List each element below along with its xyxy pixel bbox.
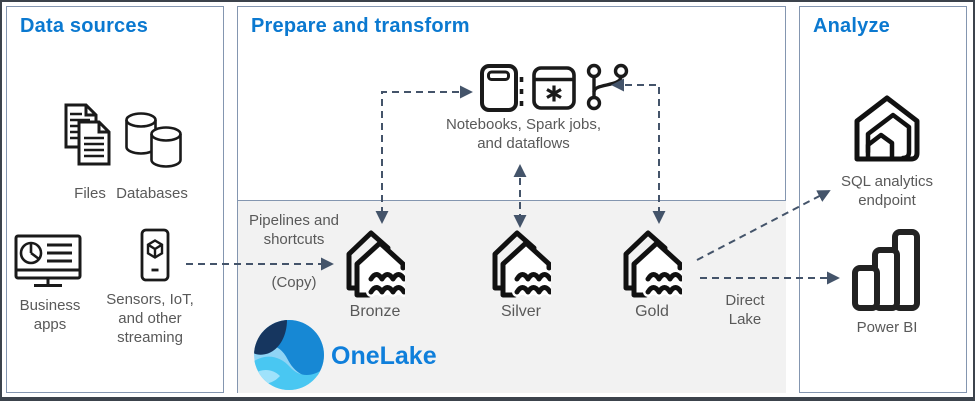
onelake-label: OneLake bbox=[331, 342, 437, 370]
lakehouse-silver-icon bbox=[489, 224, 551, 300]
business-apps-label: Business apps bbox=[19, 297, 81, 334]
files-icon bbox=[62, 102, 118, 168]
notebook-icon bbox=[479, 63, 525, 113]
sensors-iot-icon bbox=[140, 228, 170, 282]
pipelines-shortcuts-label: Pipelines and shortcuts bbox=[248, 212, 340, 249]
sql-analytics-endpoint-icon bbox=[848, 92, 926, 168]
lakehouse-bronze-icon bbox=[343, 224, 405, 300]
business-apps-icon bbox=[14, 234, 82, 290]
spark-job-icon bbox=[532, 66, 576, 110]
power-bi-label: Power BI bbox=[856, 319, 918, 336]
silver-label: Silver bbox=[500, 303, 541, 320]
power-bi-icon bbox=[851, 228, 921, 312]
sensors-iot-label: Sensors, IoT, and other streaming bbox=[106, 291, 194, 347]
direct-lake-label: Direct Lake bbox=[725, 292, 765, 329]
dataflow-icon bbox=[585, 62, 629, 112]
copy-label: (Copy) bbox=[271, 274, 317, 291]
bronze-label: Bronze bbox=[349, 303, 401, 320]
files-label: Files bbox=[74, 185, 106, 202]
data-sources-title: Data sources bbox=[20, 15, 149, 37]
databases-label: Databases bbox=[116, 185, 188, 202]
prepare-transform-title: Prepare and transform bbox=[251, 15, 470, 37]
lakehouse-gold-icon bbox=[620, 224, 682, 300]
gold-label: Gold bbox=[635, 303, 669, 320]
tools-caption: Notebooks, Spark jobs, and dataflows bbox=[445, 116, 602, 153]
onelake-logo bbox=[252, 318, 326, 392]
panel-data-sources: Data sources bbox=[6, 6, 224, 393]
analyze-title: Analyze bbox=[813, 15, 890, 37]
sql-analytics-endpoint-label: SQL analytics endpoint bbox=[841, 173, 933, 210]
databases-icon bbox=[122, 110, 186, 170]
